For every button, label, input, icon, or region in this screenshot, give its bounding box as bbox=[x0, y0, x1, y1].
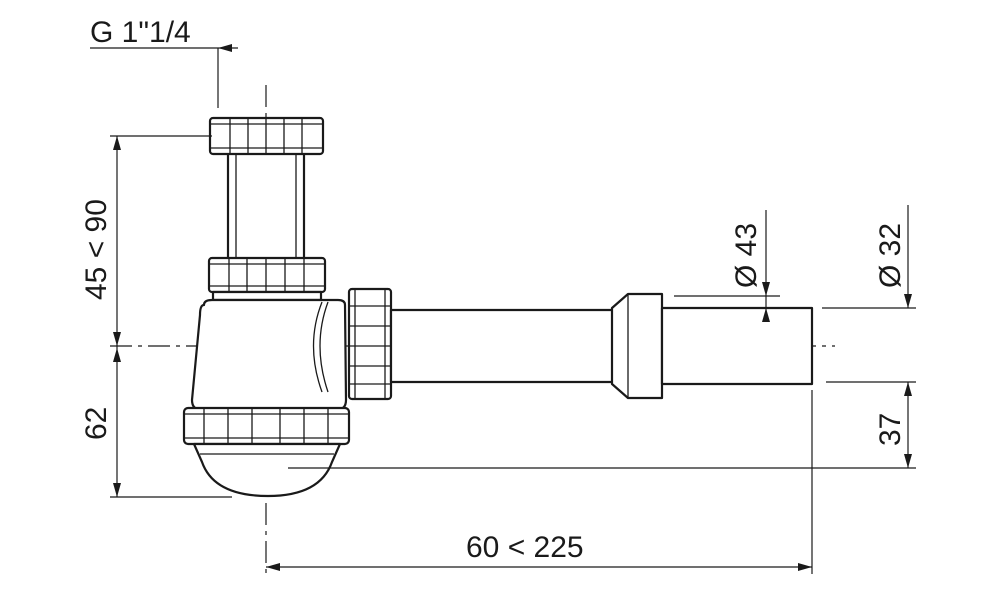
dimension-horizontal-length: 60 < 225 bbox=[266, 390, 813, 574]
outlet-offset-label: 37 bbox=[874, 413, 907, 446]
dimension-inlet-height: 45 < 90 bbox=[80, 135, 212, 346]
dimension-outlet-diameter: Ø 43 bbox=[674, 210, 780, 322]
top-nut bbox=[208, 116, 325, 156]
end-pipe bbox=[660, 306, 814, 386]
body-height-label: 62 bbox=[80, 407, 113, 440]
dimension-outlet-offset: 37 bbox=[288, 381, 916, 469]
trap-body bbox=[182, 116, 351, 498]
middle-nut bbox=[207, 256, 327, 302]
inlet-height-label: 45 < 90 bbox=[80, 199, 113, 300]
inlet-pipe bbox=[226, 148, 306, 264]
pipe-diameter-label: Ø 32 bbox=[874, 223, 907, 288]
outlet-assembly bbox=[347, 287, 814, 401]
outlet-pipe bbox=[389, 308, 617, 384]
thread-label: G 1"1/4 bbox=[90, 16, 191, 49]
dimension-body-height: 62 bbox=[80, 346, 232, 498]
reducer-sleeve bbox=[610, 292, 664, 400]
dimension-pipe-diameter: Ø 32 bbox=[822, 205, 916, 309]
dimension-thread: G 1"1/4 bbox=[90, 16, 238, 108]
bottom-cap bbox=[192, 442, 342, 498]
bottom-nut bbox=[182, 406, 351, 446]
outlet-diameter-label: Ø 43 bbox=[730, 223, 763, 288]
side-nut bbox=[347, 287, 393, 401]
horizontal-length-label: 60 < 225 bbox=[466, 531, 584, 564]
